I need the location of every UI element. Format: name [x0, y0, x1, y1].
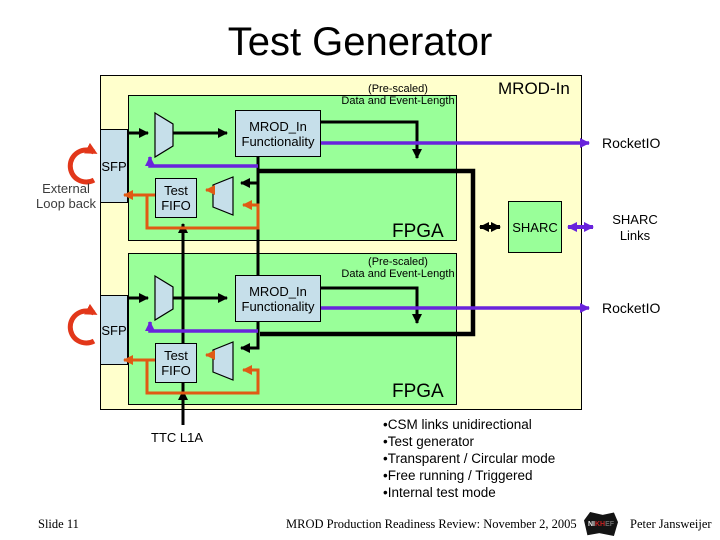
mrod-func-line1: MROD_In — [249, 283, 307, 299]
mrod-func-line2: Functionality — [241, 133, 315, 149]
external-loopback-arrow-lower — [67, 303, 98, 346]
test-fifo-line1: Test — [164, 183, 188, 198]
fpga-label-lower: FPGA — [392, 381, 444, 402]
rocketio-label-upper: RocketIO — [602, 135, 661, 151]
external-loopback-line2: Loop back — [36, 196, 96, 211]
nikhef-logo-part1: NI — [587, 520, 595, 528]
external-loopback-arrow-upper — [67, 142, 98, 185]
prescaled-line2: Data and Event-Length — [341, 95, 455, 107]
test-fifo-box-upper: Test FIFO — [155, 178, 197, 218]
sharc-box-label: SHARC — [512, 219, 558, 235]
test-fifo-line1: Test — [164, 348, 188, 363]
test-fifo-box-lower: Test FIFO — [155, 343, 197, 383]
sfp-box-lower: SFP — [100, 295, 128, 365]
test-fifo-line2: FIFO — [161, 363, 191, 378]
prescaled-line1: (Pre-scaled) — [368, 83, 428, 95]
note-item: •Test generator — [383, 434, 475, 449]
mrod-func-line1: MROD_In — [249, 118, 307, 134]
mrod-in-functionality-box-lower: MROD_In Functionality — [235, 275, 321, 322]
sharc-links-label: SHARC Links — [600, 212, 670, 244]
prescaled-line1: (Pre-scaled) — [368, 256, 428, 268]
nikhef-logo-part3: EF — [605, 520, 615, 528]
fpga-label-upper: FPGA — [392, 221, 444, 242]
page-title: Test Generator — [227, 20, 493, 64]
nikhef-logo-part2: KH — [594, 520, 606, 528]
footer-review-title: MROD Production Readiness Review: Novemb… — [286, 517, 577, 531]
prescaled-label-upper: (Pre-scaled) Data and Event-Length — [333, 83, 463, 107]
sfp-box-upper: SFP — [100, 129, 128, 203]
sharc-links-line2: Links — [619, 228, 651, 243]
notes-list: •CSM links unidirectional •Test generato… — [383, 416, 555, 501]
slide-number: Slide 11 — [38, 517, 79, 531]
rocketio-label-lower: RocketIO — [602, 300, 661, 316]
mrod-func-line2: Functionality — [241, 298, 315, 314]
mrod-in-functionality-box-upper: MROD_In Functionality — [235, 110, 321, 157]
mrod-in-container-label: MROD-In — [498, 79, 570, 98]
note-item: •Internal test mode — [383, 485, 496, 500]
prescaled-label-lower: (Pre-scaled) Data and Event-Length — [333, 256, 463, 280]
footer-author: Peter Jansweijer — [630, 517, 712, 531]
note-item: •CSM links unidirectional — [383, 417, 532, 432]
sharc-links-line1: SHARC — [612, 212, 658, 227]
prescaled-line2: Data and Event-Length — [341, 268, 455, 280]
note-item: •Transparent / Circular mode — [383, 451, 556, 466]
sfp-label: SFP — [101, 322, 127, 338]
sharc-box: SHARC — [508, 201, 562, 253]
external-loopback-line1: External — [42, 181, 90, 196]
ttc-l1a-label: TTC L1A — [151, 430, 204, 445]
note-item: •Free running / Triggered — [383, 468, 533, 483]
external-loopback-label: External Loop back — [26, 181, 106, 211]
test-fifo-line2: FIFO — [161, 198, 191, 213]
sfp-label: SFP — [101, 158, 127, 174]
